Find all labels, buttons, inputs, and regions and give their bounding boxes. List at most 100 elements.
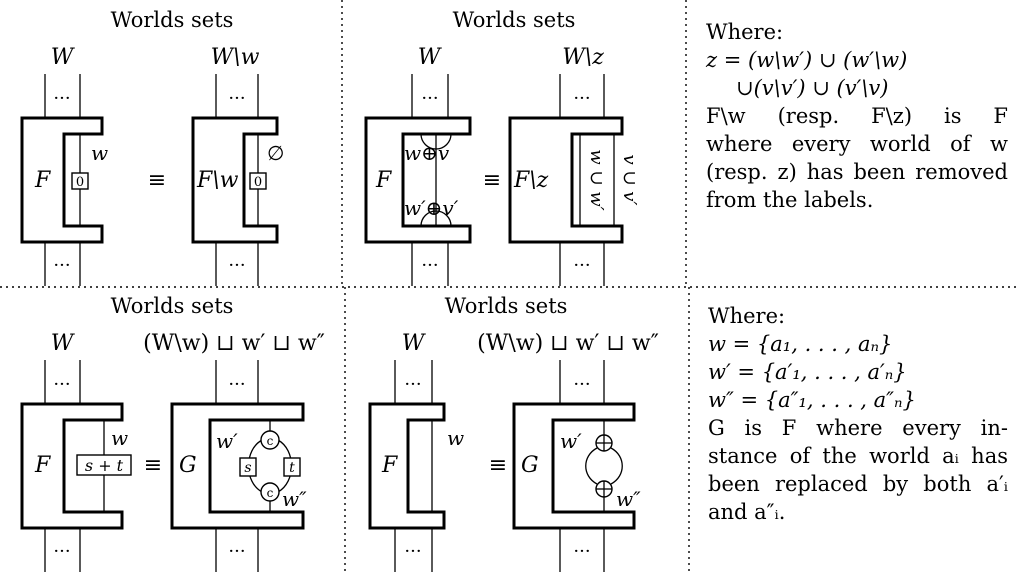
- frame-label: F\z: [513, 168, 549, 193]
- rule-split-world: Worlds sets W ··· F w ··· ≡ (W\w) ⊔ w′ ⊔…: [368, 294, 659, 572]
- rhs-diagram: (W\w) ⊔ w′ ⊔ w″ ··· G w′ w″ ···: [477, 331, 659, 572]
- world-label: (W\w) ⊔ w′ ⊔ w″: [143, 331, 325, 356]
- ellipsis: ···: [53, 88, 70, 109]
- rhs-diagram: W\w ··· F\w 0 ∅ ···: [191, 45, 284, 286]
- upper-label: w⊕v: [404, 141, 450, 165]
- top-note: Where: z = (w\w′) ∪ (w′\w) ∪(v\v′) ∪ (v′…: [706, 18, 1008, 214]
- note-line: F\w (resp. F\z) is F: [706, 104, 1008, 128]
- s-value: s: [244, 460, 251, 476]
- world-annotation: w: [111, 426, 128, 450]
- ellipsis: ···: [228, 88, 245, 109]
- where-label: Where:: [706, 20, 784, 44]
- world-label: (W\w) ⊔ w′ ⊔ w″: [477, 331, 659, 356]
- sum-value: s + t: [85, 456, 124, 475]
- frame-label: G: [179, 453, 197, 478]
- note-line: G is F where every in-: [708, 416, 1008, 440]
- rule-empty-world: Worlds sets W ··· F 0 w ··· ≡ W\w ··· F\…: [20, 8, 284, 286]
- s-box: [239, 457, 257, 477]
- panel-title: Worlds sets: [111, 8, 234, 32]
- frame-G: [512, 402, 636, 530]
- panel-title: Worlds sets: [453, 8, 576, 32]
- equivalence: ≡: [144, 453, 162, 478]
- rule-merge-worlds: Worlds sets W ··· F w⊕v w′⊕v′ ··· ≡ W\z …: [364, 8, 640, 286]
- w-double-prime-label: w″: [282, 487, 307, 511]
- world-annotation: w: [447, 426, 464, 450]
- w-prime-definition: w′ = {a′₁, . . . , a′ₙ}: [708, 360, 907, 384]
- ellipsis: ···: [573, 374, 590, 395]
- w-definition: w = {a₁, . . . , aₙ}: [708, 332, 893, 356]
- rotated-label-w: w ∪ w′: [586, 149, 607, 210]
- lower-label: w′⊕v′: [404, 196, 459, 220]
- ellipsis: ···: [573, 88, 590, 109]
- w-double-prime-label: w″: [616, 487, 641, 511]
- right-branch: [610, 447, 623, 485]
- ellipsis: ···: [53, 541, 70, 562]
- t-value: t: [289, 460, 295, 476]
- frame-F: [364, 116, 472, 244]
- where-label: Where:: [708, 304, 786, 328]
- zero-value: 0: [76, 175, 84, 190]
- frame-F: [20, 116, 104, 244]
- rule-split-sum: Worlds sets W ··· F s + t w ··· ≡ (W\w) …: [20, 294, 325, 572]
- ellipsis: ···: [421, 255, 438, 276]
- zero-box: [249, 172, 267, 190]
- w-double-prime-definition: w″ = {a″₁, . . . , a″ₙ}: [708, 388, 916, 412]
- copy-node-top: [260, 430, 280, 450]
- panel-title: Worlds sets: [445, 294, 568, 318]
- ellipsis: ···: [228, 255, 245, 276]
- frame-label: F: [34, 168, 51, 193]
- zero-value: 0: [254, 175, 262, 190]
- copy-symbol: c: [267, 486, 274, 500]
- z-definition-line-2: ∪(v\v′) ∪ (v′\v): [736, 76, 889, 100]
- ellipsis: ···: [228, 374, 245, 395]
- lhs-diagram: W ··· F s + t w ···: [20, 331, 132, 572]
- rhs-diagram: (W\w) ⊔ w′ ⊔ w″ ··· G c c s t w′ w″ ···: [143, 331, 325, 572]
- z-definition-line-1: z = (w\w′) ∪ (w′\w): [706, 48, 908, 72]
- panel-title: Worlds sets: [111, 294, 234, 318]
- frame-F: [20, 402, 124, 530]
- lhs-diagram: W ··· F w ···: [368, 331, 464, 572]
- frame-label: F: [375, 168, 392, 193]
- world-label: W: [402, 331, 427, 356]
- equivalence: ≡: [483, 168, 501, 193]
- w-prime-label: w′: [216, 429, 238, 453]
- left-branch: [585, 447, 598, 485]
- copy-symbol: c: [267, 434, 274, 448]
- note-line: (resp. z) has been removed: [706, 160, 1008, 184]
- ellipsis: ···: [404, 541, 421, 562]
- ellipsis: ···: [573, 541, 590, 562]
- sum-box: [76, 454, 132, 476]
- frame-label: F\w: [196, 168, 239, 193]
- note-line: from the labels.: [706, 188, 874, 212]
- world-label: W: [51, 331, 76, 356]
- note-line: where every world of w: [706, 132, 1008, 156]
- lhs-diagram: W ··· F w⊕v w′⊕v′ ···: [364, 45, 472, 286]
- equivalence: ≡: [148, 168, 166, 193]
- frame-F-minus-w: [191, 116, 279, 244]
- w-prime-label: w′: [560, 429, 582, 453]
- lhs-diagram: W ··· F 0 w ···: [20, 45, 108, 286]
- empty-set-annotation: ∅: [267, 141, 284, 165]
- frame-label: F: [34, 453, 51, 478]
- t-box: [283, 457, 301, 477]
- rhs-diagram: W\z ··· F\z w ∪ w′ v ∪ v′ ···: [508, 45, 640, 286]
- ellipsis: ···: [53, 255, 70, 276]
- ellipsis: ···: [53, 374, 70, 395]
- world-label: W\z: [562, 45, 604, 70]
- ellipsis: ···: [421, 88, 438, 109]
- bottom-note: Where: w = {a₁, . . . , aₙ} w′ = {a′₁, .…: [708, 302, 1008, 526]
- frame-label: G: [521, 453, 539, 478]
- world-label: W: [418, 45, 443, 70]
- upper-arc: [420, 133, 452, 150]
- ellipsis: ···: [228, 541, 245, 562]
- world-annotation: w: [91, 141, 108, 165]
- world-label: W: [51, 45, 76, 70]
- world-label: W\w: [211, 45, 260, 70]
- rotated-label-v: v ∪ v′: [619, 155, 640, 206]
- zero-box: [71, 172, 89, 190]
- lower-arc: [420, 210, 452, 227]
- frame-label: F: [381, 453, 398, 478]
- equivalence: ≡: [489, 453, 507, 478]
- ellipsis: ···: [573, 255, 590, 276]
